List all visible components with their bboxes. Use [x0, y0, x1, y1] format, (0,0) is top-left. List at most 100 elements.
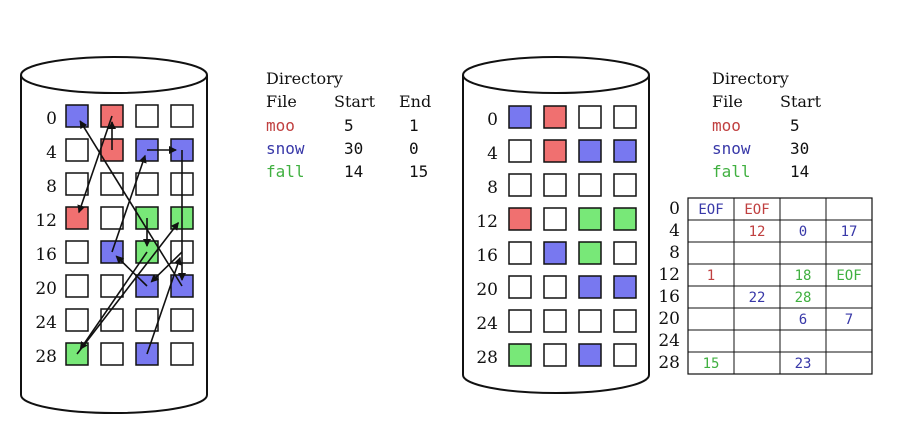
right-block-3 — [613, 105, 637, 129]
right-block-28 — [508, 343, 532, 367]
right-block-16 — [508, 241, 532, 265]
left-block-24 — [65, 308, 89, 332]
right-block-4 — [508, 139, 532, 163]
linked-dir-start: 14 — [344, 162, 363, 181]
fat-entry: EOF — [698, 202, 723, 218]
left-block-16 — [65, 240, 89, 264]
fat-row-label: 28 — [658, 353, 680, 373]
right-block-11 — [613, 173, 637, 197]
left-block-26 — [135, 308, 159, 332]
linked-dir-end: 1 — [409, 116, 419, 135]
linked-col-file: File — [266, 92, 297, 111]
left-block-2 — [135, 104, 159, 128]
fat-row-label: 24 — [658, 331, 680, 351]
left-block-20 — [65, 274, 89, 298]
fat-row-label: 16 — [658, 287, 680, 307]
right-block-24 — [508, 309, 532, 333]
fat-row-label: 8 — [669, 243, 680, 263]
left-block-13 — [100, 206, 124, 230]
left-block-label: 8 — [46, 177, 57, 197]
right-block-14 — [578, 207, 602, 231]
right-block-label: 28 — [476, 348, 498, 368]
fat-entry: 23 — [795, 356, 812, 372]
right-block-0 — [508, 105, 532, 129]
linked-dir-file-snow: snow — [266, 139, 305, 158]
right-block-13 — [543, 207, 567, 231]
right-block-2 — [578, 105, 602, 129]
linked-dir-file-fall: fall — [266, 162, 305, 181]
right-block-17 — [543, 241, 567, 265]
right-block-22 — [578, 275, 602, 299]
linked-dir-start: 5 — [344, 116, 354, 135]
right-block-label: 12 — [476, 212, 498, 232]
fat-entry: 28 — [795, 290, 812, 306]
left-block-label: 24 — [35, 313, 57, 333]
linked-dir-end: 0 — [409, 139, 419, 158]
chain-arrow-1-to-12 — [77, 115, 113, 214]
left-disk-cylinder-top — [20, 56, 208, 94]
right-block-29 — [543, 343, 567, 367]
right-block-1 — [543, 105, 567, 129]
fat-row-label: 4 — [669, 221, 680, 241]
chain-arrow-22-to-17 — [115, 255, 148, 287]
left-block-3 — [170, 104, 194, 128]
left-block-0 — [65, 104, 89, 128]
fat-col-file: File — [712, 92, 743, 111]
chain-arrow-23-to-0 — [79, 120, 183, 287]
fat-dir-start: 30 — [790, 139, 809, 158]
left-block-29 — [100, 342, 124, 366]
right-block-25 — [543, 309, 567, 333]
left-block-8 — [65, 172, 89, 196]
linked-col-end: End — [399, 92, 431, 111]
right-disk-cylinder-top — [462, 56, 650, 94]
left-block-10 — [135, 172, 159, 196]
left-block-4 — [65, 138, 89, 162]
right-block-label: 0 — [487, 110, 498, 130]
right-block-23 — [613, 275, 637, 299]
chain-arrow-28-to-15 — [76, 221, 179, 355]
right-block-20 — [508, 275, 532, 299]
chain-arrow-19-to-22 — [150, 251, 183, 283]
fat-entry: 15 — [703, 356, 720, 372]
right-block-18 — [578, 241, 602, 265]
right-block-21 — [543, 275, 567, 299]
fat-dir-file-snow: snow — [712, 139, 751, 158]
chain-arrow-18-to-28 — [79, 251, 148, 350]
right-block-label: 20 — [476, 280, 498, 300]
left-block-label: 0 — [46, 109, 57, 129]
right-block-19 — [613, 241, 637, 265]
right-block-30 — [578, 343, 602, 367]
fat-dir-file-moo: moo — [712, 116, 741, 135]
left-block-label: 12 — [35, 211, 57, 231]
left-block-25 — [100, 308, 124, 332]
fat-entry: 22 — [749, 290, 766, 306]
left-block-27 — [170, 308, 194, 332]
fat-row-label: 0 — [669, 199, 680, 219]
linked-col-start: Start — [334, 92, 376, 111]
right-block-label: 4 — [487, 144, 498, 164]
right-block-9 — [543, 173, 567, 197]
fat-entry: 1 — [707, 268, 715, 284]
left-block-label: 28 — [35, 347, 57, 367]
fat-dir-file-fall: fall — [712, 162, 751, 181]
right-block-label: 16 — [476, 246, 498, 266]
right-block-15 — [613, 207, 637, 231]
linked-dir-file-moo: moo — [266, 116, 295, 135]
fat-col-start: Start — [780, 92, 822, 111]
fat-row-label: 12 — [658, 265, 680, 285]
fat-dir-start: 5 — [790, 116, 800, 135]
right-block-31 — [613, 343, 637, 367]
fat-entry: 12 — [749, 224, 766, 240]
linked-dir-end: 15 — [409, 162, 428, 181]
fat-entry: 6 — [799, 312, 807, 328]
right-block-27 — [613, 309, 637, 333]
fat-entry: 17 — [841, 224, 858, 240]
left-block-label: 20 — [35, 279, 57, 299]
right-block-label: 8 — [487, 178, 498, 198]
left-block-12 — [65, 206, 89, 230]
right-block-8 — [508, 173, 532, 197]
fat-entry: 18 — [795, 268, 812, 284]
right-block-label: 24 — [476, 314, 498, 334]
left-block-label: 16 — [35, 245, 57, 265]
